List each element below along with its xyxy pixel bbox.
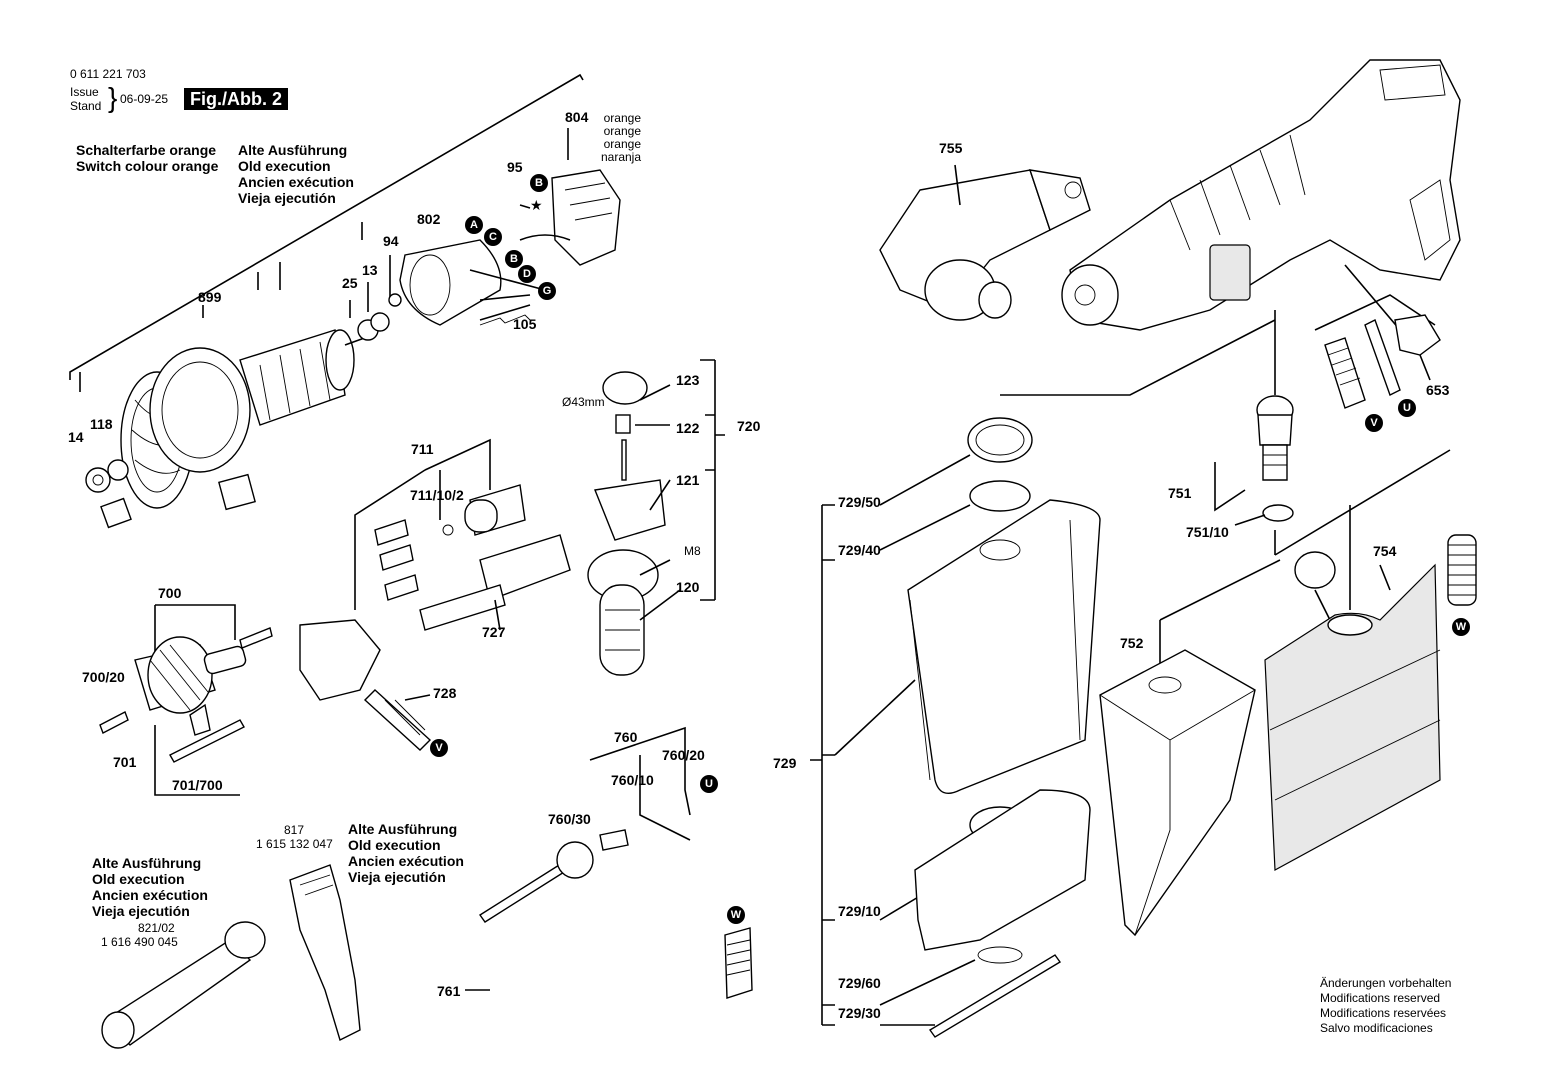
- label-653: 653: [1426, 382, 1450, 398]
- old-handle-817-icon: [289, 864, 361, 1041]
- label-760-10: 760/10: [611, 772, 654, 788]
- washer-118-icon: [107, 459, 129, 481]
- label-760-20: 760/20: [662, 747, 705, 763]
- label-701: 701: [113, 754, 137, 770]
- bracket-ticks: [79, 222, 363, 392]
- stand-label: Stand: [70, 99, 102, 113]
- dust-hose-icon: [478, 829, 755, 1070]
- brace: }: [108, 82, 118, 113]
- label-804: 804: [565, 109, 589, 125]
- label-751-10: 751/10: [1186, 524, 1229, 540]
- label-760-30: 760/30: [548, 811, 591, 827]
- label-701-700: 701/700: [172, 777, 223, 793]
- part-817-code: 1 615 132 047: [256, 837, 333, 851]
- carbon-brush-105-icon: [479, 314, 531, 326]
- marker-u-653: U: [1398, 399, 1416, 417]
- label-899: 899: [198, 289, 222, 305]
- part-821-02-code: 1 616 490 045: [101, 935, 178, 949]
- issue-date: 06-09-25: [120, 92, 169, 106]
- label-754: 754: [1373, 543, 1397, 559]
- old-execution-note-821: Alte Ausführung Old execution Ancien exé…: [92, 855, 208, 919]
- marker-d: D: [518, 265, 536, 283]
- marker-c: C: [484, 228, 502, 246]
- marker-u-760: U: [700, 775, 718, 793]
- label-751: 751: [1168, 485, 1192, 501]
- label-123: 123: [676, 372, 700, 388]
- marker-w-761: W: [727, 906, 745, 924]
- bearing-25-icon: [370, 312, 390, 332]
- marker-v-728: V: [430, 739, 448, 757]
- adapter-751-icon: [1256, 395, 1294, 522]
- group-bracket-line: [69, 73, 584, 380]
- star-icon: ★: [530, 197, 543, 213]
- right-angle-attachment-755-icon: [879, 169, 1091, 321]
- switch-804-icon: [519, 169, 621, 266]
- paper-bag-754-icon: [1264, 551, 1441, 871]
- part-number: 0 611 221 703: [70, 67, 146, 81]
- label-727: 727: [482, 624, 506, 640]
- label-122: 122: [676, 420, 700, 436]
- label-720: 720: [737, 418, 761, 434]
- m8-note: M8: [684, 544, 701, 558]
- label-105: 105: [513, 316, 537, 332]
- dust-box-729-icon: [907, 417, 1101, 1038]
- label-700: 700: [158, 585, 182, 601]
- label-13: 13: [362, 262, 378, 278]
- depth-stop-icon: [299, 484, 571, 751]
- armature-assembly-icon: [120, 329, 371, 511]
- spindle-821-02-icon: [101, 921, 266, 1049]
- label-729-50: 729/50: [838, 494, 881, 510]
- marker-w-754: W: [1452, 618, 1470, 636]
- label-729-60: 729/60: [838, 975, 881, 991]
- switch-colour-note: Schalterfarbe orange Switch colour orang…: [76, 142, 219, 174]
- rotary-hammer-icon: [1061, 59, 1461, 331]
- label-120: 120: [676, 579, 700, 595]
- label-121: 121: [676, 472, 700, 488]
- label-729-30: 729/30: [838, 1005, 881, 1021]
- hose-w-icon: [1447, 534, 1477, 606]
- diameter-note: Ø43mm: [562, 395, 605, 409]
- old-execution-note-top: Alte Ausführung Old execution Ancien exé…: [238, 142, 354, 206]
- issue-label: Issue: [70, 85, 99, 99]
- label-95: 95: [507, 159, 523, 175]
- marker-b-802: B: [505, 250, 523, 268]
- marker-g: G: [538, 282, 556, 300]
- stator-802-icon: [388, 239, 502, 326]
- filter-bag-752-icon: [1099, 649, 1256, 937]
- fitting-653-icon: [1324, 314, 1441, 409]
- label-729-40: 729/40: [838, 542, 881, 558]
- screw-95-icon: [519, 204, 531, 209]
- label-729-10: 729/10: [838, 903, 881, 919]
- label-25: 25: [342, 275, 358, 291]
- part-817-number: 817: [284, 823, 305, 837]
- figure-label: Fig./Abb. 2: [184, 88, 288, 110]
- bearing-14-icon: [85, 467, 111, 493]
- label-711: 711: [411, 441, 434, 457]
- label-755: 755: [939, 140, 963, 156]
- label-729: 729: [773, 755, 797, 771]
- drill-chuck-icon: [99, 627, 273, 763]
- marker-v-653: V: [1365, 414, 1383, 432]
- label-94: 94: [383, 233, 399, 249]
- switch-804-colour-note: orange orange orange naranja: [600, 111, 641, 164]
- label-728: 728: [433, 685, 457, 701]
- modifications-note: Änderungen vorbehalten Modifications res…: [1320, 976, 1452, 1035]
- label-700-20: 700/20: [82, 669, 125, 685]
- marker-a: A: [465, 216, 483, 234]
- auxiliary-handle-icon: [587, 371, 666, 676]
- part-821-02-number: 821/02: [138, 921, 175, 935]
- label-761: 761: [437, 983, 461, 999]
- label-802: 802: [417, 211, 441, 227]
- brush-holder-icon: [100, 497, 132, 529]
- marker-b-804: B: [530, 174, 548, 192]
- label-14: 14: [68, 429, 84, 445]
- label-752: 752: [1120, 635, 1144, 651]
- label-711-10-2: 711/10/2: [410, 487, 464, 503]
- old-execution-note-817: Alte Ausführung Old execution Ancien exé…: [348, 821, 464, 885]
- label-118: 118: [90, 416, 113, 432]
- label-760: 760: [614, 729, 638, 745]
